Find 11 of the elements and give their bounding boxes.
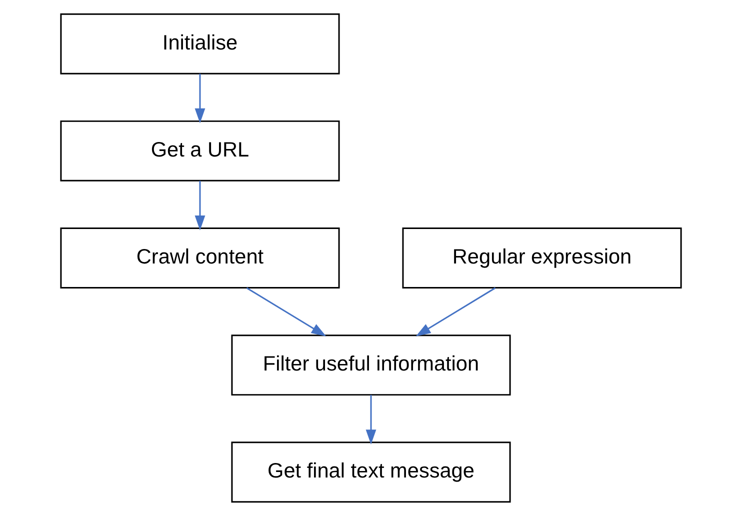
arrow <box>194 180 206 230</box>
node-box: Regular expression <box>402 228 682 288</box>
arrow <box>246 287 326 336</box>
node-box: Get a URL <box>60 120 340 182</box>
node-box: Get final text message <box>231 442 511 503</box>
node-box: Filter useful information <box>231 334 511 396</box>
node-box: Initialise <box>60 13 340 74</box>
arrow <box>416 287 496 336</box>
node-box: Crawl content <box>60 228 340 288</box>
arrow <box>194 74 206 124</box>
arrow <box>366 395 376 444</box>
